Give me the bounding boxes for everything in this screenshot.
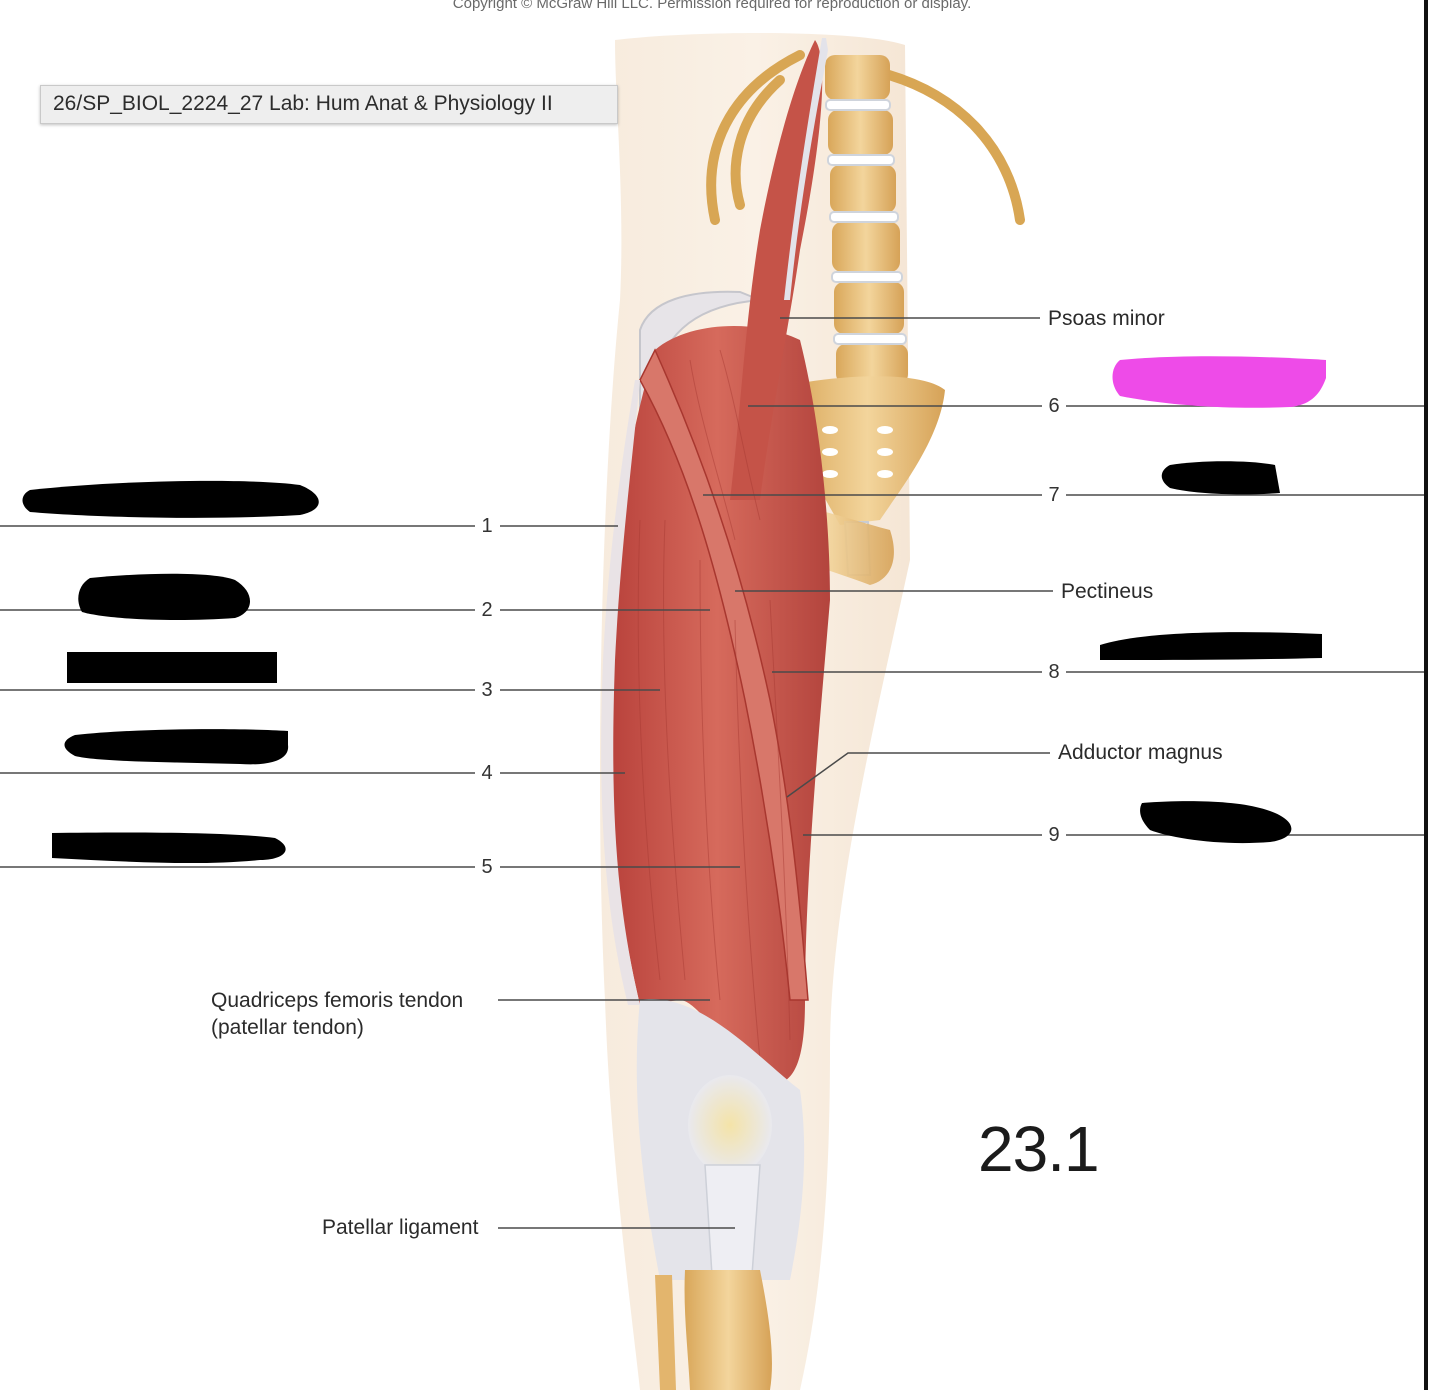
course-tooltip: 26/SP_BIOL_2224_27 Lab: Hum Anat & Physi… xyxy=(40,85,618,124)
redaction-scribble-8 xyxy=(1140,801,1292,844)
marker-number-8: 8 xyxy=(1043,661,1065,683)
figure-number: 23.1 xyxy=(978,1113,1100,1185)
leader-lines xyxy=(0,317,1424,1229)
psoas-muscle xyxy=(730,40,823,500)
fibula xyxy=(655,1275,676,1390)
marker-number-6: 6 xyxy=(1043,395,1065,417)
marker-number-3: 3 xyxy=(476,679,498,701)
redaction-scribble-5 xyxy=(52,832,286,864)
thigh-muscles xyxy=(604,326,830,1085)
muscle-fibers xyxy=(637,349,791,1061)
marker-number-9: 9 xyxy=(1043,824,1065,846)
ribs xyxy=(706,50,1025,225)
label-quadriceps-tendon-sub: (patellar tendon) xyxy=(211,1016,364,1039)
patellar-ligament xyxy=(704,1164,761,1276)
it-band xyxy=(601,380,640,1005)
label-adductor-magnus: Adductor magnus xyxy=(1058,741,1223,764)
marker-number-2: 2 xyxy=(476,599,498,621)
redaction-scribble-1 xyxy=(22,480,319,518)
redaction-scribble-6 xyxy=(1161,461,1280,495)
marker-number-4: 4 xyxy=(476,762,498,784)
copyright-notice: Copyright © McGraw Hill LLC. Permission … xyxy=(452,0,972,12)
marker-number-1: 1 xyxy=(476,515,498,537)
sartorius xyxy=(639,348,809,1001)
label-pectineus: Pectineus xyxy=(1061,580,1154,603)
label-psoas-minor: Psoas minor xyxy=(1048,307,1165,330)
redaction-marks xyxy=(22,461,1322,864)
label-quadriceps-tendon: Quadriceps femoris tendon xyxy=(211,989,464,1012)
marker-number-5: 5 xyxy=(476,856,498,878)
tibia xyxy=(684,1270,772,1390)
label-patellar-ligament: Patellar ligament xyxy=(322,1216,479,1239)
pink-highlight-mark xyxy=(1112,356,1326,408)
sacrum xyxy=(790,376,945,525)
redaction-scribble-4 xyxy=(64,729,289,765)
marker-number-7: 7 xyxy=(1043,484,1065,506)
patella xyxy=(688,1075,772,1175)
lumbar-spine xyxy=(825,55,908,384)
redaction-bar-3 xyxy=(67,652,277,683)
redaction-scribble-2 xyxy=(78,573,250,620)
window-edge xyxy=(1424,0,1428,1390)
redaction-scribble-7 xyxy=(1100,632,1322,660)
psoas-minor-tendon xyxy=(784,38,828,300)
